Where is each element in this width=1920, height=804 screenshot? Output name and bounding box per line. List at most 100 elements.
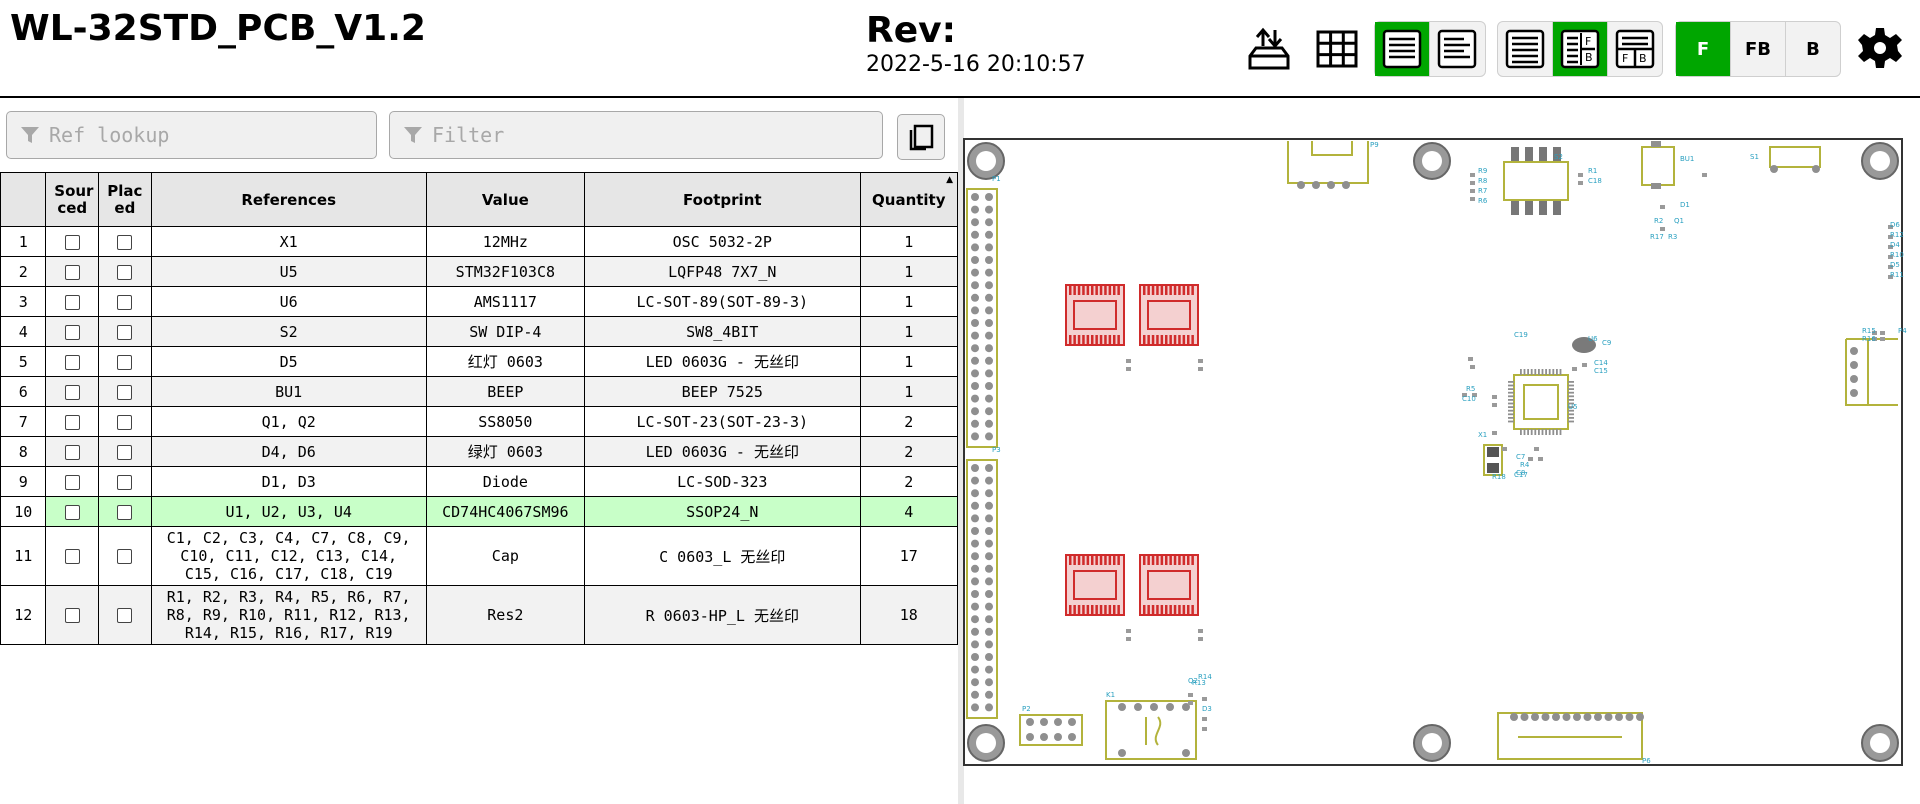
placed-checkbox[interactable] xyxy=(117,294,133,310)
svg-text:F: F xyxy=(1622,52,1628,65)
placed-checkbox[interactable] xyxy=(117,608,133,623)
bom-fb-button[interactable]: F B xyxy=(1552,22,1607,76)
sourced-checkbox xyxy=(45,286,100,317)
header-references[interactable]: References xyxy=(150,172,427,227)
placed-checkbox[interactable] xyxy=(117,234,133,250)
filter-field[interactable] xyxy=(389,111,883,159)
header-index xyxy=(0,172,47,227)
header-footprint[interactable]: Footprint xyxy=(584,172,861,227)
copy-button[interactable] xyxy=(897,114,945,160)
bom-table: Sour ced Plac ed References Value Footpr… xyxy=(0,172,959,645)
pcb-ref-label: R14 xyxy=(1198,673,1212,681)
pcb-ref-label: C9 xyxy=(1602,339,1611,347)
row-quantity: 1 xyxy=(859,316,959,347)
bom-tb-icon: F B xyxy=(1615,29,1655,69)
sourced-checkbox[interactable] xyxy=(64,608,80,623)
layer-back-button[interactable]: B xyxy=(1785,22,1840,76)
filter-icon xyxy=(21,127,39,143)
layer-front-button[interactable]: F xyxy=(1676,22,1730,76)
pcb-ref-label: C15 xyxy=(1594,367,1608,375)
layer-both-button[interactable]: FB xyxy=(1730,22,1785,76)
bom-view-group xyxy=(1374,21,1486,77)
pcb-ref-label: R4 xyxy=(1520,461,1530,469)
sourced-checkbox[interactable] xyxy=(64,549,80,564)
filter-input[interactable] xyxy=(430,122,882,148)
sourced-checkbox[interactable] xyxy=(64,414,80,430)
gear-icon[interactable] xyxy=(1858,26,1902,74)
pcb-ref-label: R7 xyxy=(1478,187,1487,195)
pcb-ref-label: R2 xyxy=(1654,217,1663,225)
pcb-ref-label: P2 xyxy=(1022,705,1031,713)
placed-checkbox[interactable] xyxy=(117,414,133,430)
placed-checkbox[interactable] xyxy=(117,384,133,400)
row-value: BEEP xyxy=(425,376,586,407)
placed-checkbox[interactable] xyxy=(117,354,133,370)
row-value: Diode xyxy=(425,466,586,497)
bom-tb-button[interactable]: F B xyxy=(1607,22,1662,76)
pcb-ref-label: C7 xyxy=(1516,453,1525,461)
sourced-checkbox[interactable] xyxy=(64,324,80,340)
pcb-ref-label: R16 xyxy=(1862,335,1876,343)
pcb-ref-label: Q1 xyxy=(1674,217,1684,225)
sourced-checkbox[interactable] xyxy=(64,474,80,490)
row-value: Cap xyxy=(425,526,586,586)
row-references: U1, U2, U3, U4 xyxy=(150,496,427,527)
sourced-checkbox[interactable] xyxy=(64,504,80,520)
pcb-ref-label: C14 xyxy=(1594,359,1608,367)
row-quantity: 17 xyxy=(859,526,959,586)
pcb-ref-label: R6 xyxy=(1478,197,1488,205)
sourced-checkbox[interactable] xyxy=(64,354,80,370)
row-quantity: 1 xyxy=(859,286,959,317)
sourced-checkbox[interactable] xyxy=(64,264,80,280)
row-value: CD74HC4067SM96 xyxy=(425,496,586,527)
row-references: D1, D3 xyxy=(150,466,427,497)
sourced-checkbox[interactable] xyxy=(64,294,80,310)
revision-date: 2022-5-16 20:10:57 xyxy=(866,52,1086,77)
placed-checkbox[interactable] xyxy=(117,474,133,490)
row-index: 8 xyxy=(0,436,47,467)
header-sourced[interactable]: Sour ced xyxy=(45,172,100,227)
pcb-ref-label: D5 xyxy=(1890,261,1900,269)
placed-checkbox[interactable] xyxy=(117,324,133,340)
top-bar: WL-32STD_PCB_V1.2 Rev: 2022-5-16 20:10:5… xyxy=(0,0,1920,98)
sourced-checkbox xyxy=(45,585,100,645)
copy-icon xyxy=(909,124,934,151)
grid-icon[interactable] xyxy=(1314,26,1360,72)
pcb-ref-label: S2 xyxy=(1554,153,1563,161)
header-placed[interactable]: Plac ed xyxy=(98,172,152,227)
row-footprint: LED 0603G - 无丝印 xyxy=(584,346,861,377)
placed-checkbox[interactable] xyxy=(117,504,133,520)
pcb-ref-label: P6 xyxy=(1642,757,1651,765)
placed-checkbox[interactable] xyxy=(117,264,133,280)
placed-checkbox[interactable] xyxy=(117,444,133,460)
row-footprint: LC-SOT-23(SOT-23-3) xyxy=(584,406,861,437)
bom-only-button[interactable] xyxy=(1429,22,1484,76)
header-value[interactable]: Value xyxy=(425,172,586,227)
pcb-ref-label: R15 xyxy=(1862,327,1876,335)
upload-tray-icon[interactable] xyxy=(1246,26,1292,72)
pane-divider[interactable] xyxy=(958,98,964,804)
sourced-checkbox[interactable] xyxy=(64,234,80,250)
bom-left-button[interactable] xyxy=(1498,22,1552,76)
bom-lr-button[interactable] xyxy=(1375,22,1429,76)
placed-checkbox[interactable] xyxy=(117,549,133,564)
ref-lookup-input[interactable] xyxy=(47,122,376,148)
ref-lookup-field[interactable] xyxy=(6,111,377,159)
row-quantity: 1 xyxy=(859,346,959,377)
sourced-checkbox[interactable] xyxy=(64,384,80,400)
header-quantity[interactable]: Quantity▲ xyxy=(859,172,959,227)
sourced-checkbox[interactable] xyxy=(64,444,80,460)
